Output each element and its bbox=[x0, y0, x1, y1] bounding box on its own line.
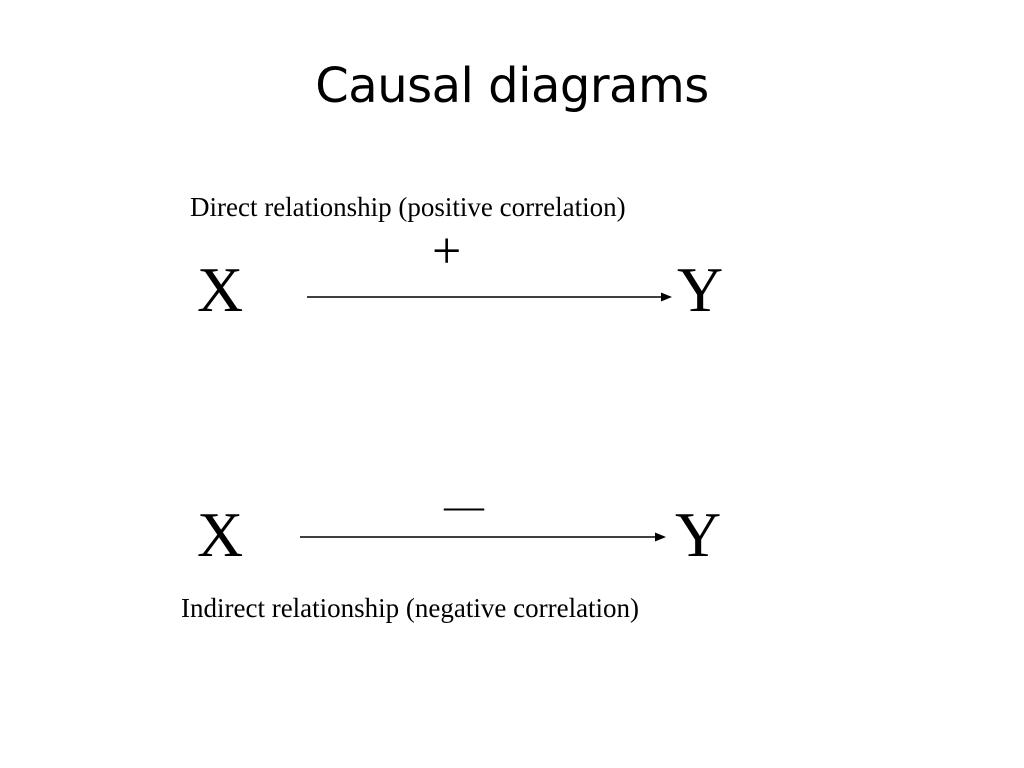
minus-sign: — bbox=[444, 483, 484, 528]
bottom-x-variable: X bbox=[197, 499, 244, 570]
top-arrow bbox=[307, 292, 672, 302]
slide-title: Causal diagrams bbox=[315, 58, 709, 114]
top-x-variable: X bbox=[197, 254, 244, 325]
bottom-y-variable: Y bbox=[675, 499, 722, 570]
top-y-variable: Y bbox=[677, 254, 724, 325]
indirect-relationship-caption: Indirect relationship (negative correlat… bbox=[181, 593, 640, 623]
plus-sign: + bbox=[432, 223, 462, 280]
bottom-arrow bbox=[300, 532, 666, 542]
direct-relationship-caption: Direct relationship (positive correlatio… bbox=[190, 192, 626, 222]
